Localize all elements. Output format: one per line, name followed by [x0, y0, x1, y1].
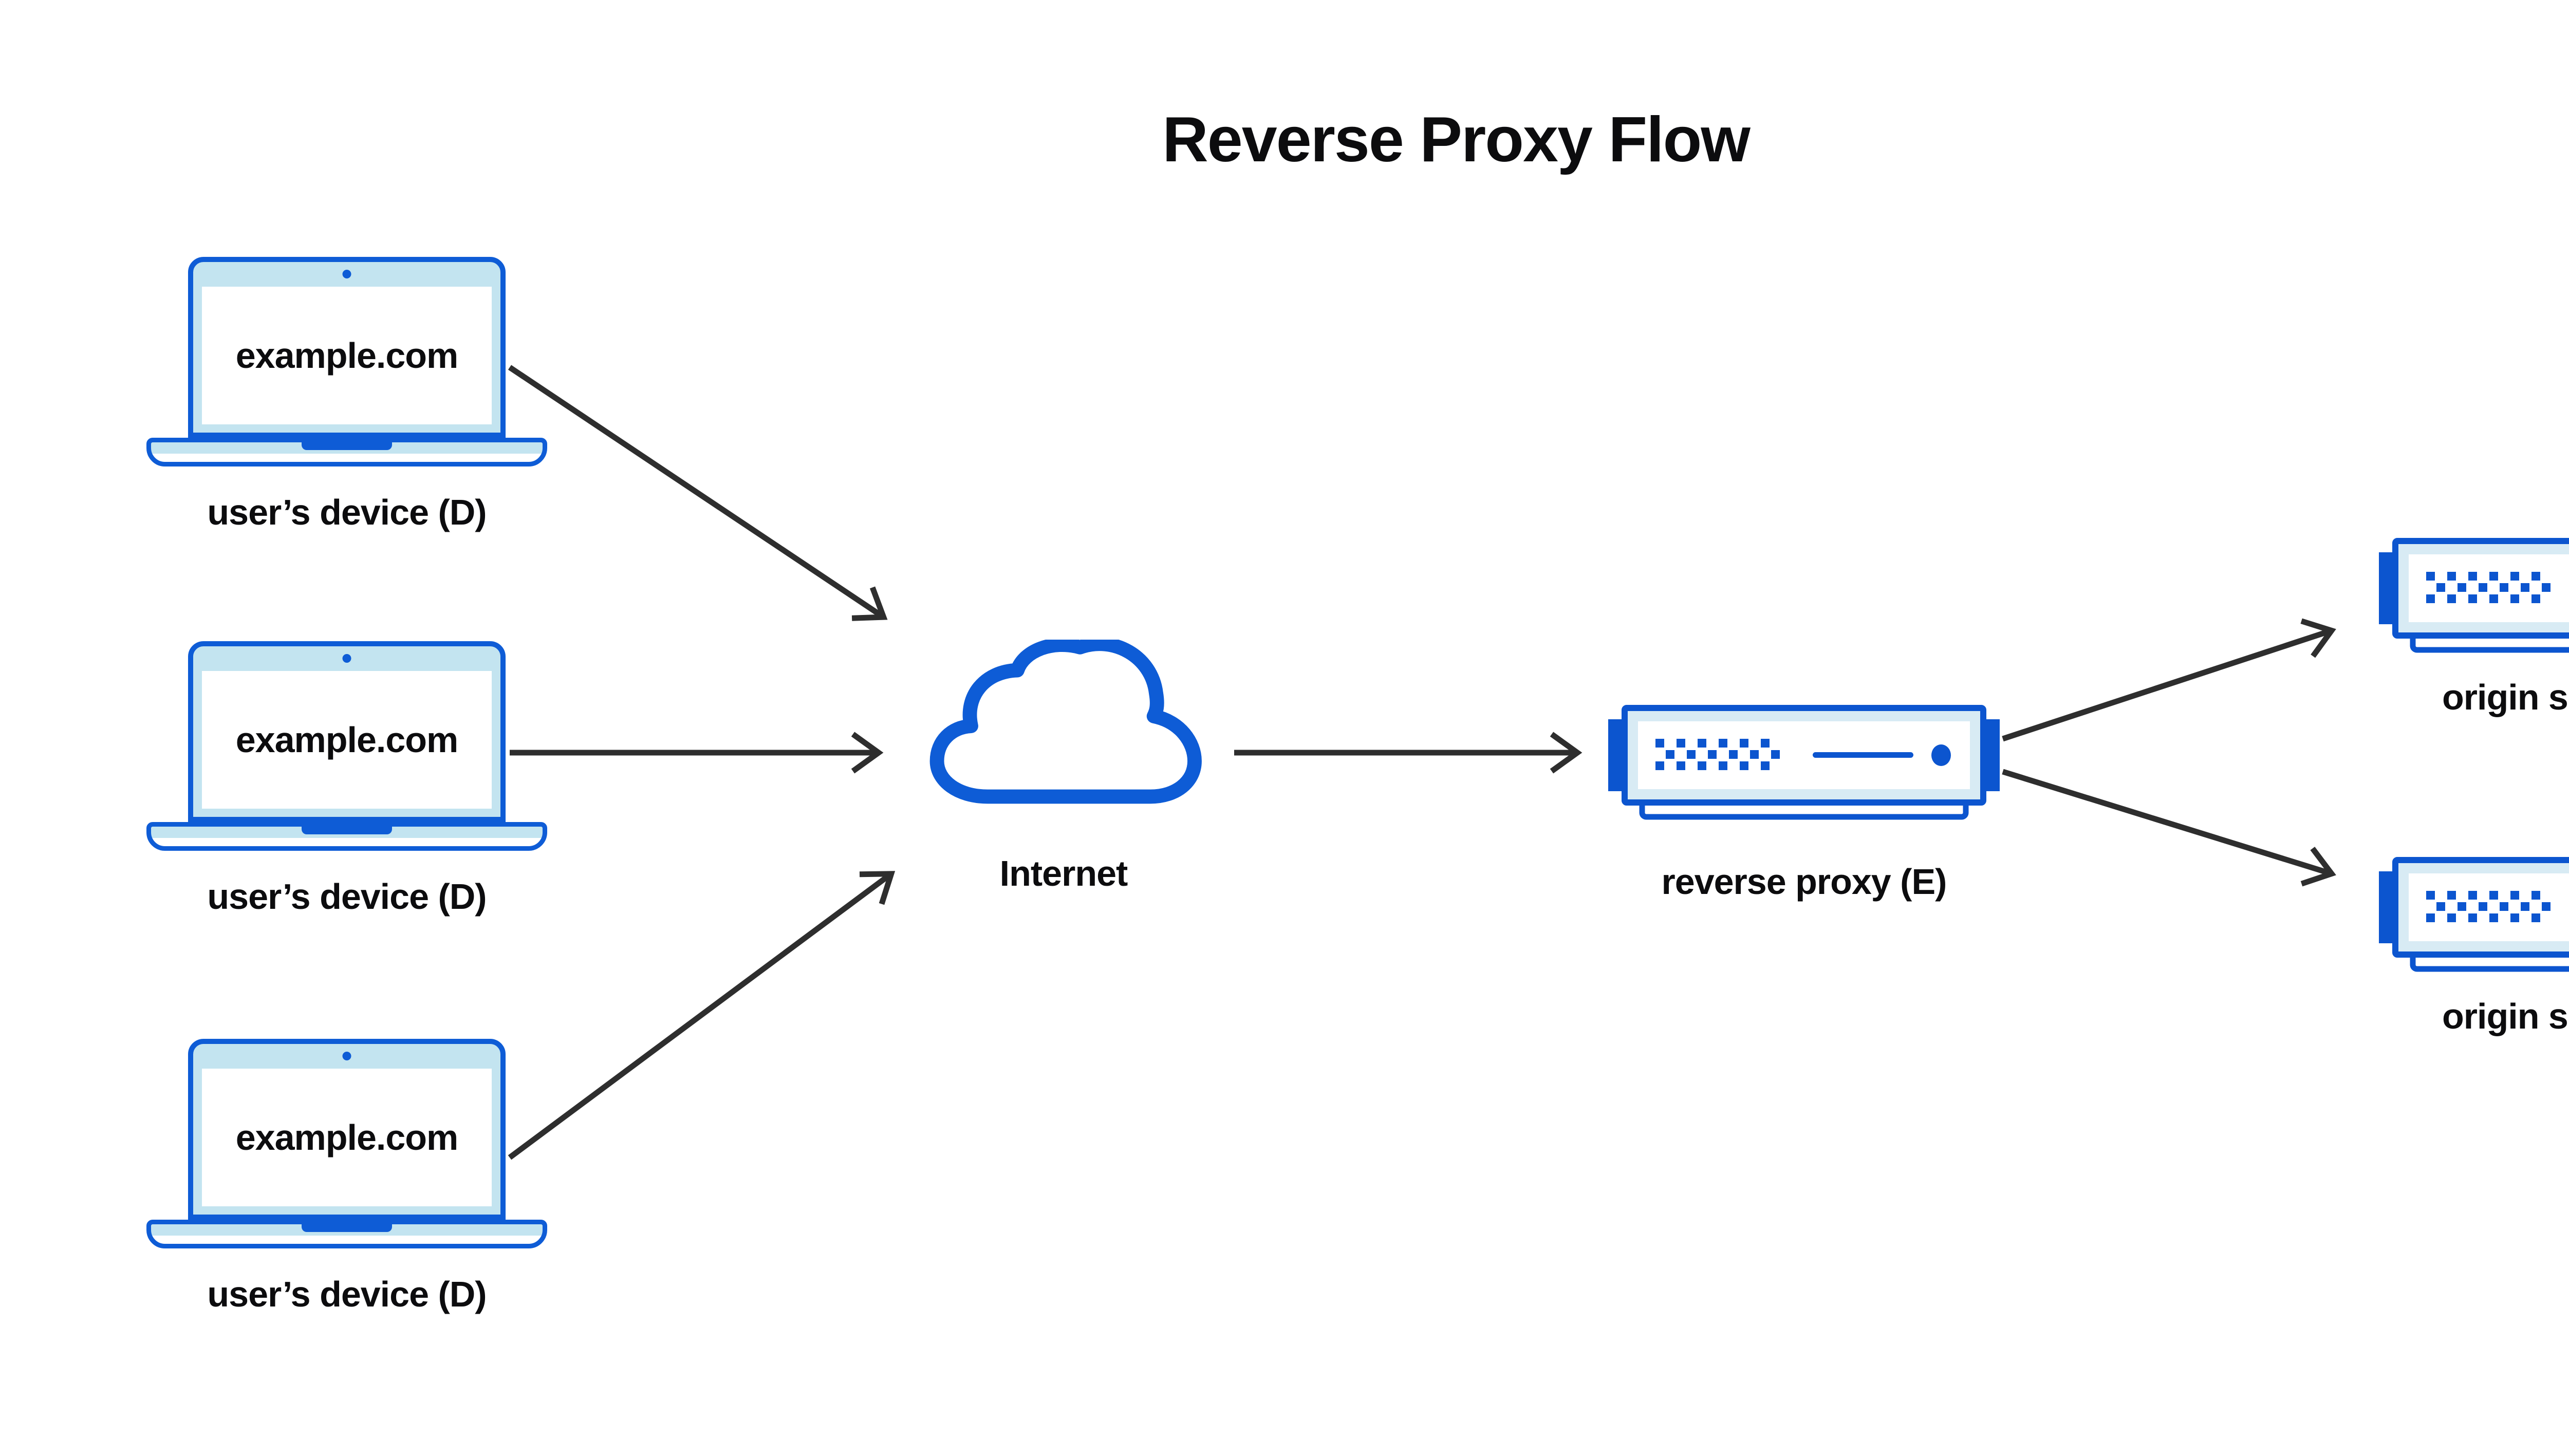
arrow-proxy-to-origin1	[2002, 618, 2336, 742]
laptop-base	[146, 1220, 547, 1248]
laptop-display: example.com	[202, 671, 492, 809]
laptop-screen: example.com	[188, 641, 506, 822]
arrow-proxy-to-origin2	[2002, 769, 2336, 887]
laptop-screen: example.com	[188, 257, 506, 438]
origin-server-label: origin server (F)	[2442, 996, 2569, 1036]
webcam-icon	[342, 654, 351, 663]
origin-server-1: origin server (F)	[2379, 535, 2569, 715]
laptop-base	[146, 822, 547, 851]
laptop-notch	[302, 1224, 392, 1232]
origin-server-icon	[2379, 535, 2569, 654]
laptop-display: example.com	[202, 1069, 492, 1206]
origin-server-2: origin server (F)	[2379, 854, 2569, 1034]
laptop-display: example.com	[202, 287, 492, 424]
user-device-2: example.com user’s device (D)	[146, 641, 547, 914]
origin-server-label: origin server (F)	[2442, 677, 2569, 717]
diagram-title: Reverse Proxy Flow	[1162, 104, 1751, 175]
webcam-icon	[342, 270, 351, 278]
laptop-notch	[302, 442, 392, 450]
webcam-icon	[342, 1052, 351, 1060]
origin-server-icon	[2379, 854, 2569, 973]
screen-url-text: example.com	[235, 720, 459, 760]
laptop-screen: example.com	[188, 1039, 506, 1220]
laptop-notch	[302, 826, 392, 834]
user-device-3: example.com user’s device (D)	[146, 1039, 547, 1312]
laptop-base	[146, 438, 547, 466]
user-device-1: example.com user’s device (D)	[146, 257, 547, 530]
reverse-proxy: reverse proxy (E)	[1608, 702, 2000, 900]
internet-cloud-icon	[929, 640, 1202, 804]
internet-label: Internet	[999, 853, 1128, 893]
device-label: user’s device (D)	[207, 492, 487, 532]
reverse-proxy-label: reverse proxy (E)	[1661, 862, 1947, 902]
arrow-device3-to-internet	[508, 871, 896, 1160]
reverse-proxy-icon	[1608, 702, 2000, 821]
screen-url-text: example.com	[235, 335, 459, 376]
device-label: user’s device (D)	[207, 876, 487, 917]
device-label: user’s device (D)	[207, 1274, 487, 1314]
arrow-device1-to-internet	[508, 365, 888, 621]
screen-url-text: example.com	[235, 1117, 459, 1158]
